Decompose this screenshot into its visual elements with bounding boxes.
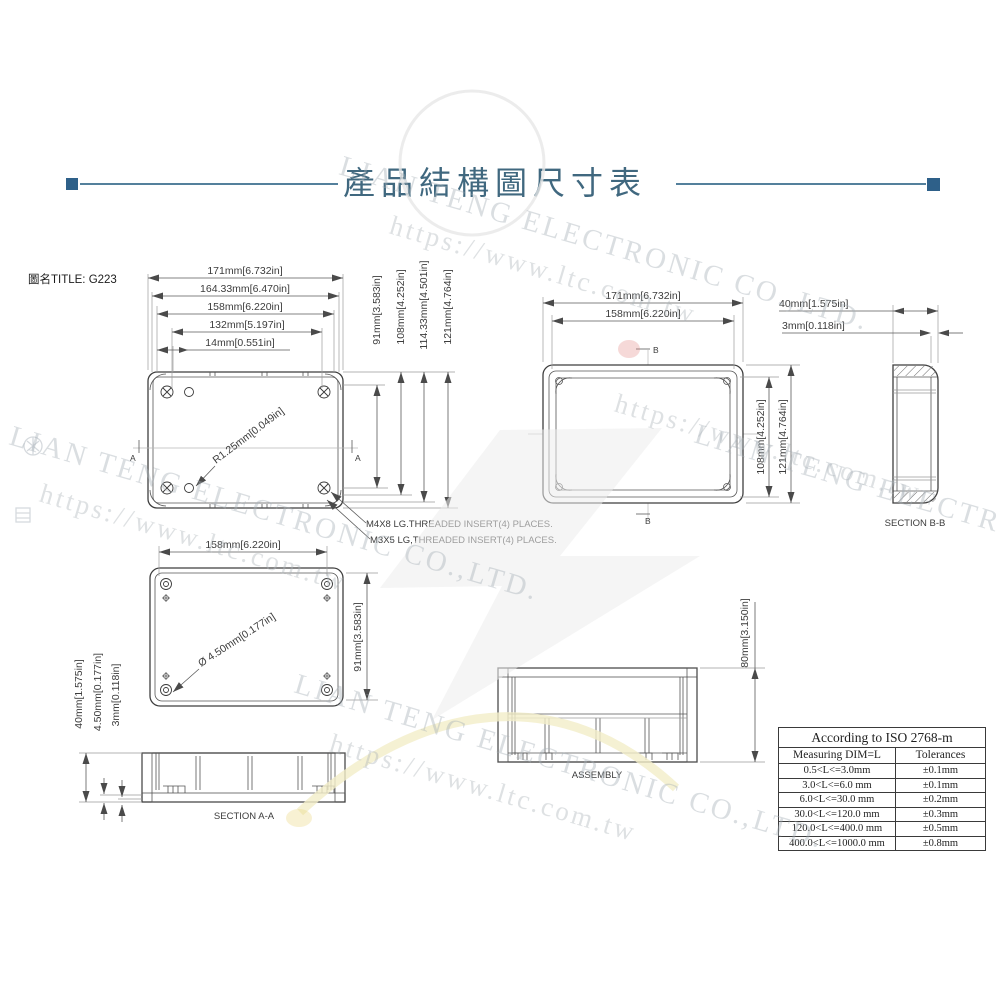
bottom-view-drawing: 158mm[6.220in] 91mm[3.583in] Ø 4.50mm[0.… (149, 539, 378, 707)
cell-dim: 400.0<L<=1000.0 mm (779, 836, 896, 850)
dim-label: 108mm[4.252in] (395, 269, 407, 344)
drawing-number: 圖名TITLE: G223 (28, 274, 117, 286)
top-view-v-dimensions: 91mm[3.583in] 108mm[4.252in] 114.33mm[4.… (371, 260, 454, 508)
dim-label: 158mm[6.220in] (605, 308, 680, 320)
title-right-square (927, 178, 940, 191)
table-row: 6.0<L<=30.0 mm ±0.2mm (779, 793, 985, 808)
section-aa-internal (155, 753, 335, 793)
tolerance-table: According to ISO 2768-m Measuring DIM=L … (778, 727, 986, 851)
cell-dim: 6.0<L<=30.0 mm (779, 793, 896, 807)
cell-tol: ±0.1mm (922, 765, 959, 776)
dim-label: 158mm[6.220in] (205, 539, 280, 551)
assembly-drawing: 80mm[3.150in] ASSEMBLY (497, 598, 765, 781)
cell-dim: 3.0<L<=6.0 mm (779, 778, 896, 792)
cell-tol: ±0.3mm (922, 808, 959, 820)
dim-label: 14mm[0.551in] (205, 337, 275, 349)
section-marker-a-right: A (355, 453, 361, 463)
assembly-label: ASSEMBLY (572, 770, 623, 781)
dim-label: 171mm[6.732in] (605, 290, 680, 302)
section-bb-label: SECTION B-B (885, 518, 946, 529)
extension-lines (79, 752, 142, 803)
insert-note-m4x8: M4X8 LG.THREADED INSERT(4) PLACES. (366, 519, 553, 530)
cell-tol: ±0.8mm (922, 837, 959, 849)
col-header-tol: Tolerances (915, 749, 966, 761)
table-row: 120.0<L<=400.0 mm ±0.5mm (779, 822, 985, 837)
cell-dim: 120.0<L<=400.0 mm (779, 822, 896, 836)
page-title: 產品結構圖尺寸表 (343, 165, 648, 201)
top-view-h-dimensions: 171mm[6.732in] 164.33mm[6.470in] 158mm[6… (148, 265, 343, 354)
cell-tol: ±0.2mm (922, 794, 959, 805)
tolerance-table-title: According to ISO 2768-m (779, 728, 985, 748)
dim-label: 91mm[3.583in] (371, 275, 383, 345)
table-row: 3.0<L<=6.0 mm ±0.1mm (779, 778, 985, 793)
vent-ticks (209, 372, 309, 508)
section-aa-label: SECTION A-A (214, 811, 275, 822)
section-marker-b-bottom: B (645, 516, 651, 526)
table-row: 0.5<L<=3.0mm ±0.1mm (779, 764, 985, 779)
cell-dim: 30.0<L<=120.0 mm (779, 807, 896, 821)
pilot-holes (162, 594, 331, 680)
dim-label: 171mm[6.732in] (207, 265, 282, 277)
dim-label: 121mm[4.764in] (777, 399, 789, 474)
dim-label: 40mm[1.575in] (73, 659, 85, 729)
title-right-rule (676, 183, 926, 185)
dim-label: 158mm[6.220in] (207, 301, 282, 313)
col-header-dim: Measuring DIM=L (779, 748, 896, 763)
extension-lines (892, 305, 939, 363)
lid-view-drawing: B B 171mm[6.732in] 158mm[6.220in] 108mm[… (528, 290, 800, 526)
dim-label: 40mm[1.575in] (779, 298, 849, 310)
dim-label: 3mm[0.118in] (110, 664, 122, 727)
section-bb-internal (893, 376, 938, 492)
dim-label: 4.50mm[0.177in] (92, 653, 104, 731)
extension-lines (158, 546, 378, 701)
table-row: 400.0<L<=1000.0 mm ±0.8mm (779, 836, 985, 850)
corner-screws (160, 385, 331, 495)
table-row: 30.0<L<=120.0 mm ±0.3mm (779, 807, 985, 822)
cell-tol: ±0.5mm (922, 823, 959, 834)
tolerance-table-header: Measuring DIM=L Tolerances (779, 748, 985, 764)
section-bb-seams (893, 389, 936, 481)
dim-label: 114.33mm[4.501in] (418, 260, 430, 349)
insert-note-m3x5: M3X5 LG,THREADED INSERT(4) PLACES. (370, 535, 557, 546)
dim-label: 91mm[3.583in] (352, 602, 364, 672)
section-marker-b-top: B (653, 345, 659, 355)
dim-label: 108mm[4.252in] (755, 399, 767, 474)
dim-label: 80mm[3.150in] (739, 598, 751, 668)
dim-label: 164.33mm[6.470in] (200, 283, 290, 295)
cell-dim: 0.5<L<=3.0mm (779, 764, 896, 778)
extension-lines (542, 297, 800, 504)
dim-label: 132mm[5.197in] (209, 319, 284, 331)
cell-tol: ±0.1mm (922, 779, 959, 791)
corner-screws (160, 578, 333, 696)
section-marker-a-left: A (130, 453, 136, 463)
top-view-drawing: A A 171mm[6.732in] 164.33mm[6.470in] 158… (130, 260, 557, 546)
section-bb-drawing: 40mm[1.575in] 3mm[0.118in] SECTION B-B (779, 298, 963, 529)
dim-label: 3mm[0.118in] (782, 320, 845, 332)
title-left-rule (80, 183, 338, 185)
dim-label: 121mm[4.764in] (442, 269, 454, 344)
title-left-square (66, 178, 78, 190)
